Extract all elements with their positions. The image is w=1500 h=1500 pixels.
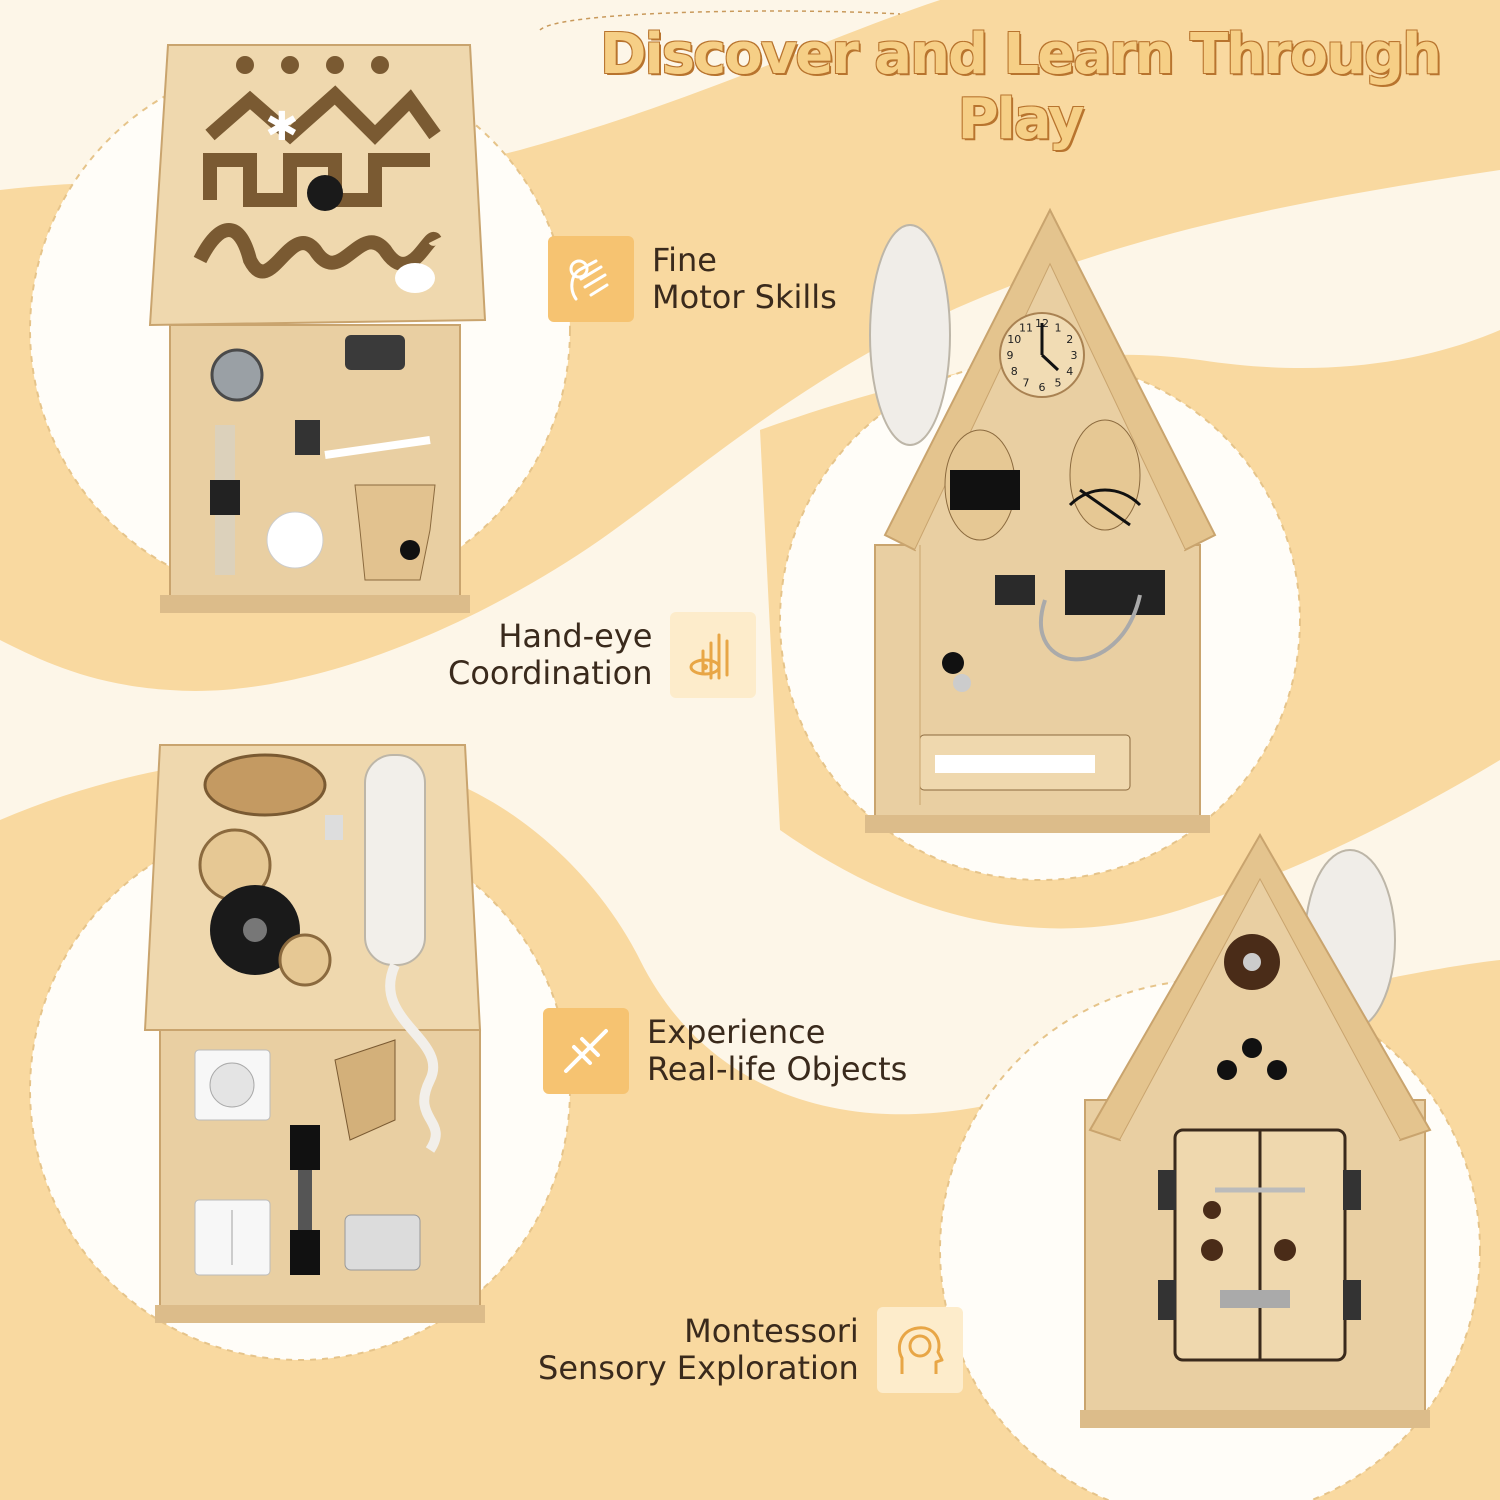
feature-line1: Experience (647, 1013, 826, 1051)
feature-fine-motor: Fine Motor Skills (548, 236, 837, 322)
clock-number: 4 (1066, 365, 1073, 378)
feature-text: Fine Motor Skills (652, 242, 837, 316)
busy-house-doors-photo (1080, 832, 1432, 1428)
busy-house-clock-photo: 121234567891011 (865, 207, 1217, 833)
feature-text: Experience Real-life Objects (647, 1014, 907, 1088)
busy-house-maze-side-photo: ✱ (148, 44, 487, 613)
clock-number: 1 (1055, 321, 1062, 334)
brain-head-icon (876, 1307, 963, 1393)
clock-number: 7 (1023, 377, 1030, 390)
clock-number: 10 (1007, 333, 1021, 346)
clock-number: 2 (1066, 333, 1073, 346)
hand-gesture-icon (548, 236, 634, 322)
feature-line1: Hand-eye (498, 617, 653, 655)
clock-number: 9 (1007, 349, 1014, 362)
plug-icon (543, 1008, 629, 1094)
feature-line2: Real-life Objects (647, 1050, 908, 1088)
feature-real-life: Experience Real-life Objects (543, 1008, 907, 1094)
feature-line2: Sensory Exploration (538, 1349, 859, 1387)
clock-number: 11 (1019, 321, 1033, 334)
hand-eye-icon (670, 612, 757, 698)
clock-number: 6 (1039, 381, 1046, 394)
clock-number: 3 (1071, 349, 1078, 362)
busy-house-gears-phone-photo (143, 744, 485, 1323)
clock-number: 8 (1011, 365, 1018, 378)
feature-line1: Montessori (684, 1312, 859, 1350)
feature-line2: Motor Skills (652, 278, 837, 316)
svg-text:✱: ✱ (265, 104, 299, 150)
feature-montessori: Montessori Sensory Exploration (538, 1307, 963, 1393)
clock-number: 5 (1055, 377, 1062, 390)
feature-line2: Coordination (448, 654, 653, 692)
feature-hand-eye: Hand-eye Coordination (448, 612, 757, 698)
feature-text: Hand-eye Coordination (448, 618, 652, 692)
feature-text: Montessori Sensory Exploration (538, 1313, 859, 1387)
page-headline: Discover and Learn Through Play (600, 22, 1442, 152)
feature-line1: Fine (652, 241, 717, 279)
